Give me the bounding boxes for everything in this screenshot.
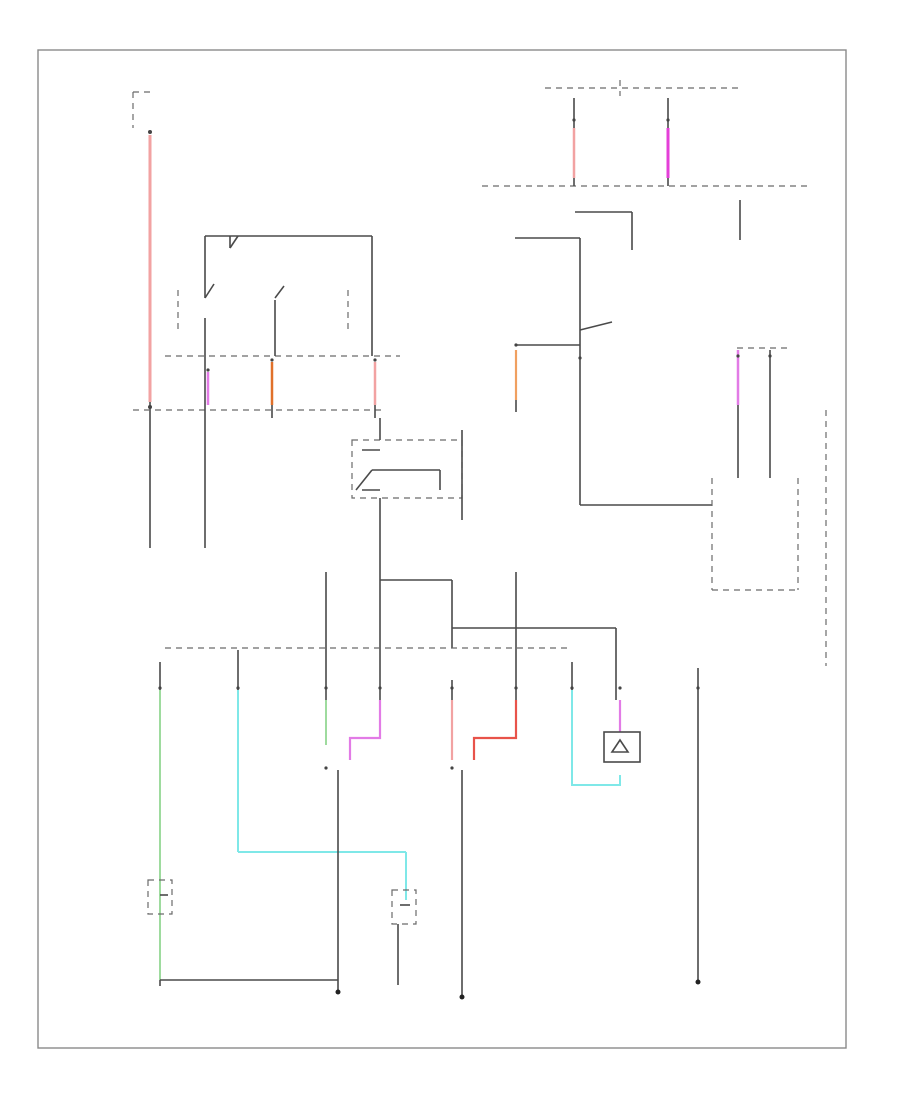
connector-icon xyxy=(158,118,772,770)
violet-wire-lamp xyxy=(348,700,382,760)
right-power-feed xyxy=(482,80,808,187)
headlight-icon xyxy=(147,879,173,915)
indicator-icon xyxy=(603,731,641,763)
headlight-switch xyxy=(165,235,400,548)
switch-icon xyxy=(229,235,239,249)
fuse-row xyxy=(165,572,617,680)
ground-icon xyxy=(459,994,465,1000)
red-wire-lamp xyxy=(472,700,518,760)
diagram-border xyxy=(37,49,847,1049)
ground-icon xyxy=(695,979,701,985)
headlight-icon xyxy=(391,889,417,925)
ground-icon xyxy=(335,989,341,995)
left-power-feed xyxy=(132,91,385,548)
control-module xyxy=(514,200,827,666)
cyan-wire-right xyxy=(571,690,621,786)
lamp-wiring xyxy=(147,650,701,1000)
relay-icon xyxy=(351,418,463,680)
